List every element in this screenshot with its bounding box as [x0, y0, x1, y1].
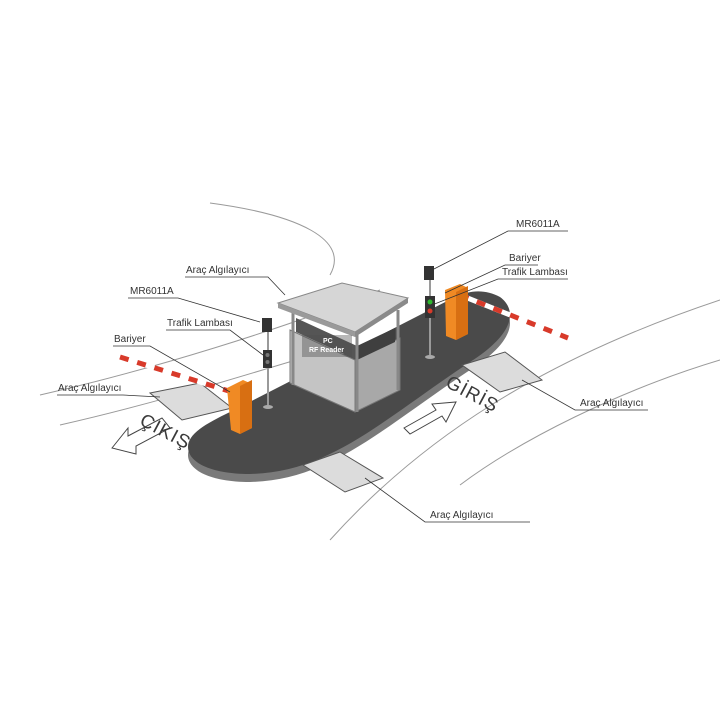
booth-pc-label: PC [323, 338, 333, 345]
leader-lines [57, 230, 648, 523]
label-arac-algilayici-top: Araç Algılayıcı [186, 265, 250, 276]
label-arac-algilayici-right: Araç Algılayıcı [580, 398, 644, 409]
label-mr6011a-right: MR6011A [516, 219, 560, 230]
label-arac-algilayici-left: Araç Algılayıcı [58, 383, 122, 394]
label-bariyer-left: Bariyer [114, 334, 146, 345]
label-trafik-lambasi-right: Trafik Lambası [502, 267, 568, 278]
booth [276, 282, 410, 413]
detector-pad-right [460, 351, 544, 393]
detector-pad-bottom [301, 451, 385, 493]
barrier-left [119, 354, 252, 434]
traffic-light-left [263, 350, 272, 368]
label-bariyer-right: Bariyer [509, 253, 541, 264]
pole-left [262, 318, 273, 409]
booth-window [302, 335, 352, 357]
pole-right [424, 266, 435, 359]
reader-right [424, 266, 434, 280]
entry-arrow [403, 401, 457, 435]
reader-left [262, 318, 272, 332]
vehicle-detector-pads [148, 351, 544, 493]
label-trafik-lambasi-left: Trafik Lambası [167, 318, 233, 329]
traffic-light-right [425, 296, 435, 318]
booth-rf-reader-label: RF Reader [309, 347, 345, 354]
exit-arrow [111, 417, 171, 455]
label-mr6011a-left: MR6011A [130, 286, 174, 297]
label-arac-algilayici-bottom: Araç Algılayıcı [430, 510, 494, 521]
